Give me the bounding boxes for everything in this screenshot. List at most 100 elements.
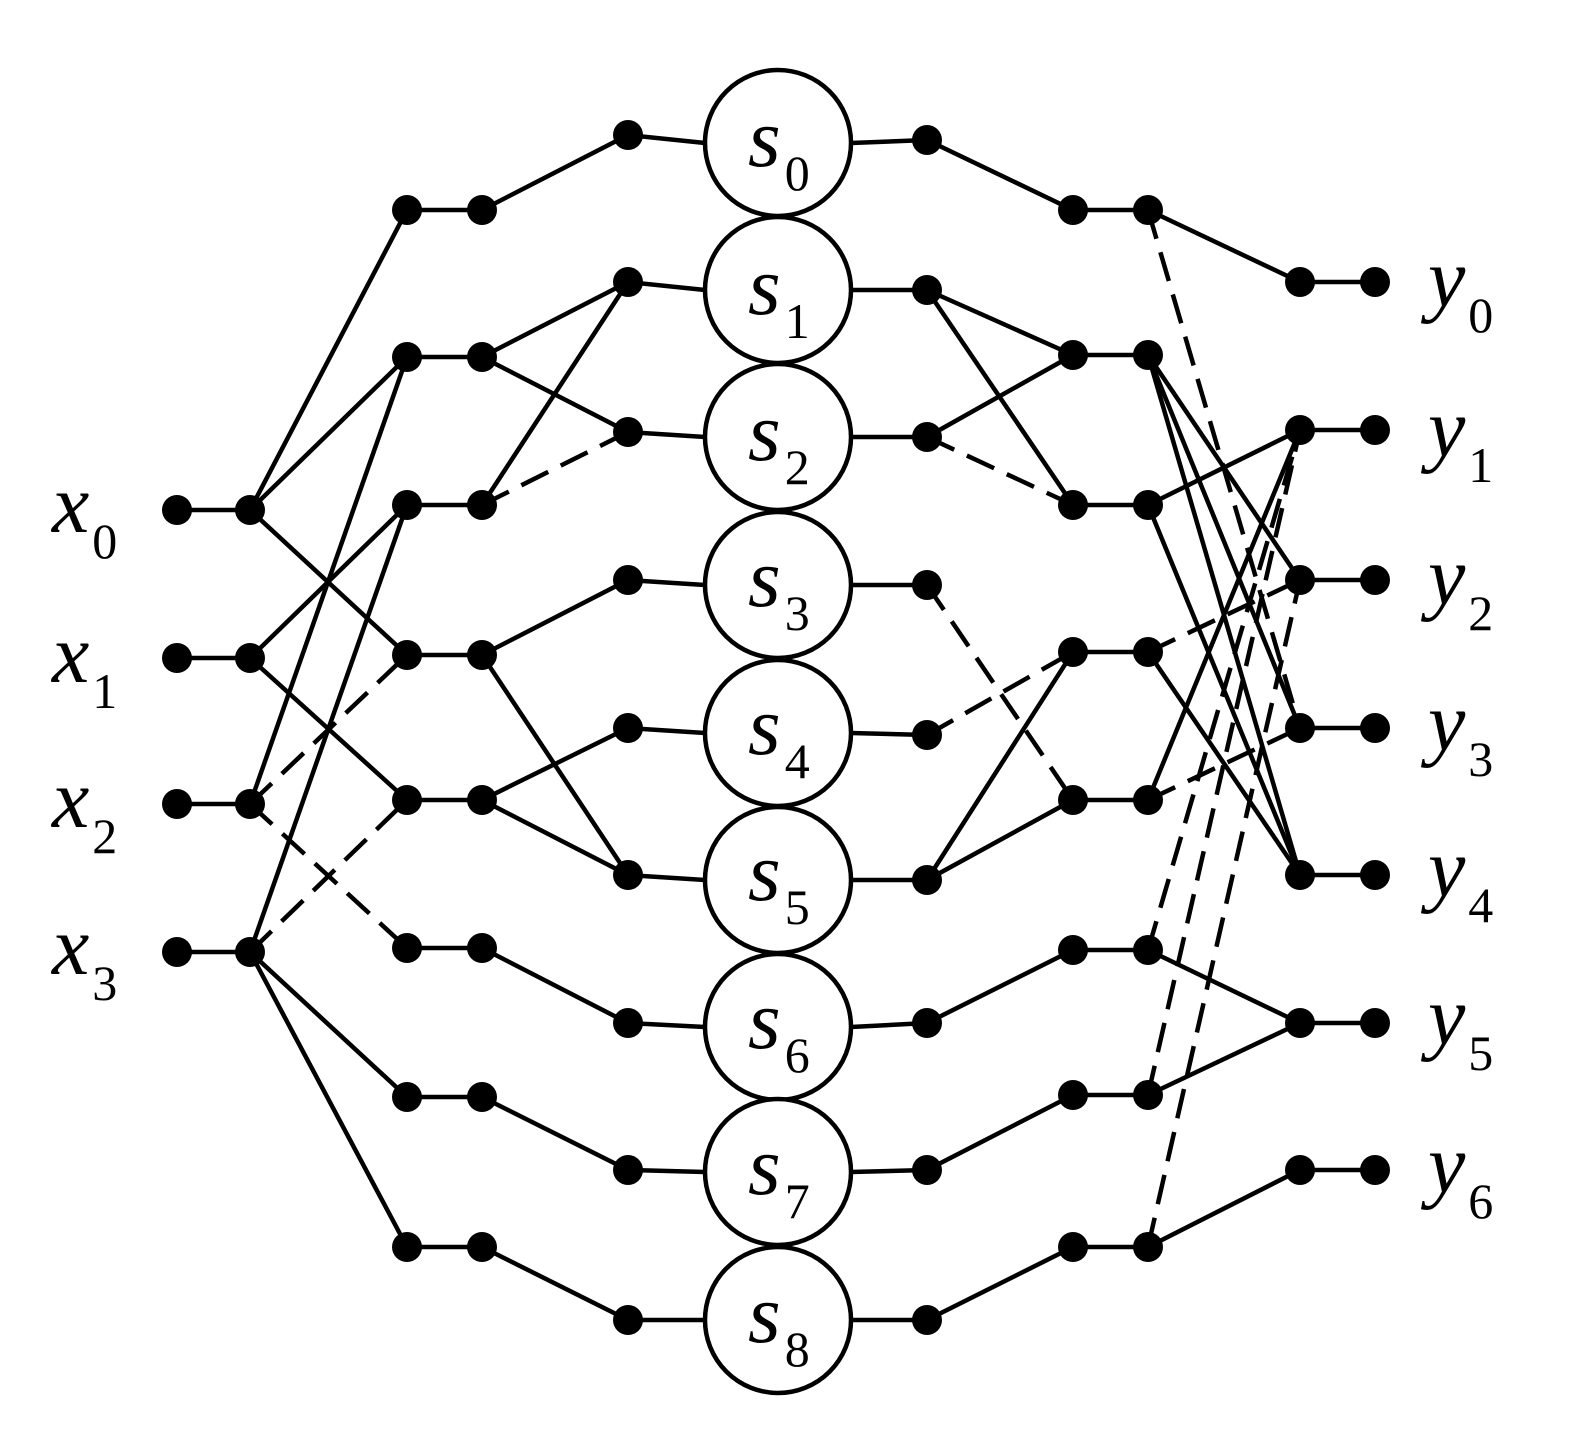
node-circle-s8 bbox=[702, 1244, 854, 1396]
dot bbox=[392, 342, 422, 372]
output-label-y1: y1 bbox=[1420, 382, 1493, 493]
edge-solid bbox=[480, 1244, 630, 1323]
output-label-y2: y2 bbox=[1420, 530, 1493, 641]
edge-solid bbox=[925, 947, 1075, 1026]
dot bbox=[235, 495, 265, 525]
edge-solid bbox=[247, 356, 410, 805]
dot bbox=[613, 267, 643, 297]
edge-solid bbox=[925, 798, 1075, 882]
edge-solid bbox=[480, 1094, 630, 1173]
node-label-s5: s5 bbox=[748, 826, 810, 935]
edge-dashed bbox=[1145, 209, 1303, 729]
edge-solid bbox=[1147, 1020, 1301, 1098]
input-label-x0: x0 bbox=[50, 458, 117, 569]
edge-solid bbox=[925, 1092, 1075, 1173]
edge-dashed bbox=[1145, 429, 1303, 1096]
edge-dashed bbox=[248, 653, 409, 806]
dot bbox=[1360, 713, 1390, 743]
dot bbox=[1360, 1008, 1390, 1038]
edge-solid bbox=[480, 945, 630, 1026]
dot bbox=[1360, 565, 1390, 595]
dot bbox=[1133, 1080, 1163, 1110]
dot bbox=[1058, 637, 1088, 667]
dot bbox=[1360, 860, 1390, 890]
edge-solid bbox=[1146, 650, 1302, 877]
dot bbox=[1133, 490, 1163, 520]
dot bbox=[1133, 340, 1163, 370]
dot bbox=[1058, 1080, 1088, 1110]
output-label-y4: y4 bbox=[1420, 822, 1493, 933]
node-circles-layer bbox=[702, 67, 854, 1396]
dot bbox=[467, 640, 497, 670]
input-label-x2: x2 bbox=[50, 753, 117, 864]
output-label-y6: y6 bbox=[1420, 1118, 1493, 1229]
dot bbox=[912, 422, 942, 452]
node-label-s2: s2 bbox=[748, 386, 810, 495]
node-label-s4: s4 bbox=[748, 680, 810, 789]
dot bbox=[1133, 1232, 1163, 1262]
edge-solid bbox=[480, 577, 630, 658]
edge-solid bbox=[480, 280, 630, 507]
dot bbox=[467, 195, 497, 225]
dot bbox=[1133, 195, 1163, 225]
dot bbox=[613, 120, 643, 150]
dot bbox=[912, 1008, 942, 1038]
dot bbox=[162, 789, 192, 819]
dot bbox=[1285, 1008, 1315, 1038]
edge-solid bbox=[1147, 947, 1301, 1026]
dot bbox=[1058, 340, 1088, 370]
dot bbox=[392, 195, 422, 225]
node-label-s8: s8 bbox=[748, 1268, 810, 1377]
node-label-s7: s7 bbox=[748, 1120, 810, 1229]
dot bbox=[162, 495, 192, 525]
edge-solid bbox=[1145, 429, 1303, 801]
edge-solid bbox=[1145, 354, 1303, 729]
edge-solid bbox=[925, 1244, 1075, 1323]
dot bbox=[1285, 1155, 1315, 1185]
edge-solid bbox=[1147, 207, 1301, 285]
edge-solid bbox=[480, 132, 630, 213]
dot bbox=[1133, 637, 1163, 667]
output-label-y0: y0 bbox=[1420, 232, 1493, 343]
input-label-x3: x3 bbox=[50, 900, 117, 1011]
dot bbox=[392, 1232, 422, 1262]
edge-dashed bbox=[480, 429, 630, 508]
dot bbox=[613, 1008, 643, 1038]
dot bbox=[392, 933, 422, 963]
dot bbox=[1285, 267, 1315, 297]
dot bbox=[235, 643, 265, 673]
dot bbox=[1360, 1155, 1390, 1185]
dot bbox=[912, 125, 942, 155]
dot bbox=[613, 713, 643, 743]
dot bbox=[912, 720, 942, 750]
dot bbox=[1360, 415, 1390, 445]
edge-dashed bbox=[1145, 429, 1303, 951]
dot bbox=[1360, 267, 1390, 297]
output-label-y3: y3 bbox=[1420, 676, 1493, 787]
dot bbox=[1058, 785, 1088, 815]
dot bbox=[467, 342, 497, 372]
dots-layer bbox=[162, 120, 1390, 1335]
dot bbox=[1285, 713, 1315, 743]
edge-solid bbox=[248, 950, 409, 1099]
node-label-s0: s0 bbox=[748, 92, 810, 201]
edge-dashed bbox=[926, 434, 1074, 508]
dot bbox=[392, 490, 422, 520]
dot bbox=[162, 937, 192, 967]
dot bbox=[1285, 415, 1315, 445]
dot bbox=[1058, 935, 1088, 965]
output-label-y5: y5 bbox=[1420, 970, 1493, 1081]
dot bbox=[1058, 195, 1088, 225]
dot bbox=[392, 640, 422, 670]
edge-dashed bbox=[1147, 725, 1301, 803]
dot bbox=[613, 1305, 643, 1335]
dot bbox=[912, 865, 942, 895]
edge-solid bbox=[480, 797, 630, 878]
edge-solid bbox=[1146, 1167, 1302, 1250]
edge-solid bbox=[925, 353, 1075, 439]
dot bbox=[467, 785, 497, 815]
labels-layer: x0 x1 x2 x3 s0 s1 s2 s3 s4 s5 s6 s7 s8 y… bbox=[50, 92, 1493, 1377]
dot bbox=[613, 565, 643, 595]
dot bbox=[613, 860, 643, 890]
